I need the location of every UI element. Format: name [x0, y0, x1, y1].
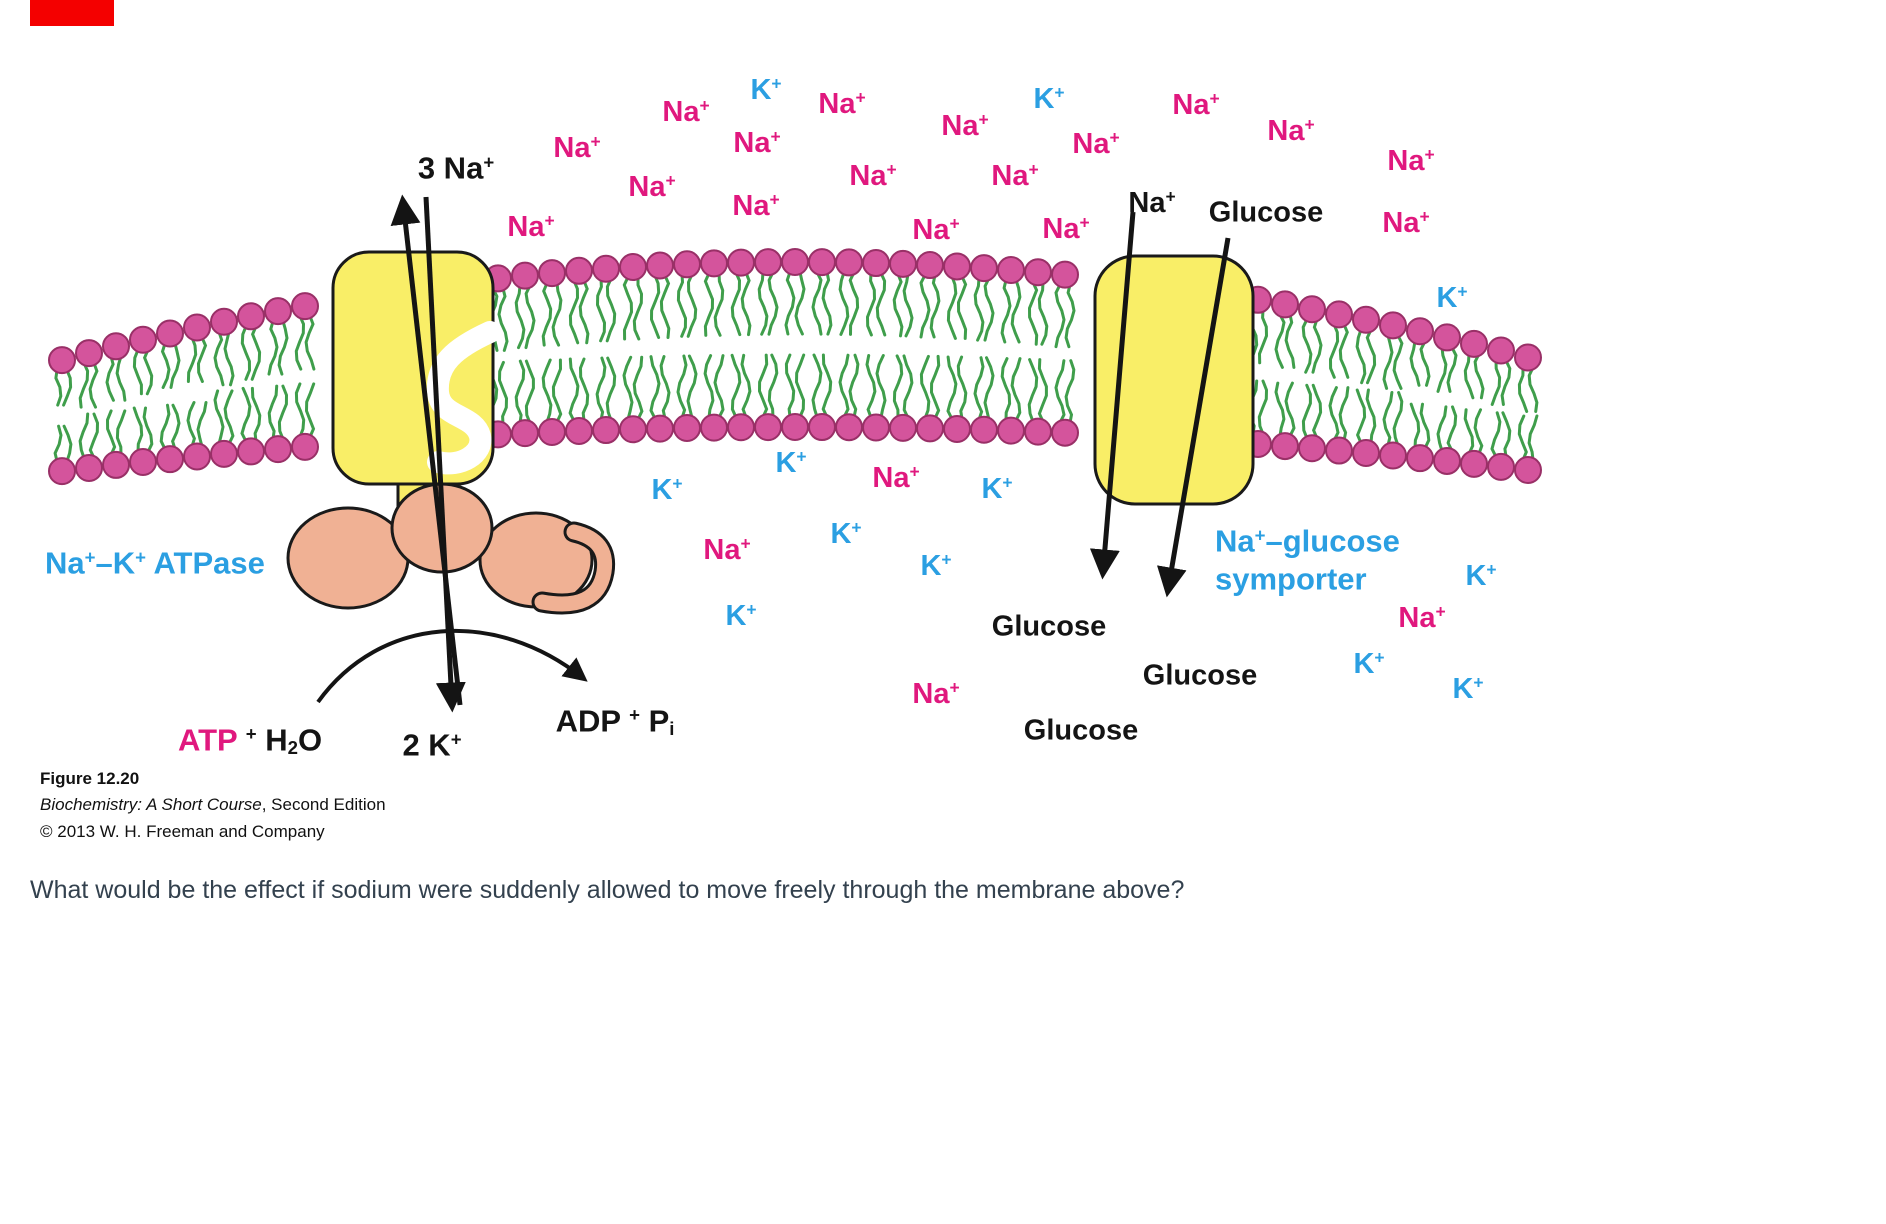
ion-na: Na+ — [703, 533, 751, 566]
ion-na: Na+ — [849, 159, 897, 192]
ion-na: Na+ — [872, 461, 920, 494]
ion-na: Na+ — [1172, 88, 1220, 121]
figure-number: Figure 12.20 — [40, 769, 140, 788]
ion-k: K+ — [750, 73, 782, 106]
potassium-import-arrow — [423, 196, 466, 713]
ion-na: Na+ — [553, 131, 601, 164]
ion-na: Na+ — [1387, 144, 1435, 177]
lipid-heads — [48, 248, 1542, 486]
adp-label: ADP + Pi — [555, 703, 675, 740]
glucose-label: Glucose — [1023, 714, 1139, 747]
lipid-tails — [53, 270, 1539, 463]
atp-label: ATP + H2O — [178, 722, 323, 759]
transport-arrows — [316, 194, 1231, 713]
ion-na: Na+ — [818, 87, 866, 120]
book-title: Biochemistry: A Short Course — [40, 795, 262, 815]
atpase-cytosolic-lobe-left — [286, 506, 410, 610]
ion-na: Na+ — [912, 213, 960, 246]
ion-k: K+ — [651, 473, 683, 506]
ion-k: K+ — [725, 599, 757, 632]
ion-na: Na+ — [1382, 206, 1430, 239]
ion-k: K+ — [1033, 82, 1065, 115]
glucose-label: Glucose — [1142, 659, 1258, 692]
ion-k: K+ — [1465, 559, 1497, 592]
atpase-channel-body — [331, 250, 495, 486]
question-text: What would be the effect if sodium were … — [30, 876, 1185, 904]
symporter-label-line2: symporter — [1215, 561, 1367, 597]
ion-k: K+ — [920, 549, 952, 582]
glucose-label: Glucose — [1208, 196, 1324, 229]
count-3na-label: 3 Na+ — [417, 150, 495, 186]
atpase-hook — [534, 524, 613, 612]
symporter-na-arrow — [1089, 211, 1136, 580]
ion-k: K+ — [1353, 647, 1385, 680]
ion-k: K+ — [1436, 281, 1468, 314]
ion-na: Na+ — [732, 189, 780, 222]
ion-k: K+ — [775, 446, 807, 479]
atpase-label: Na+–K+ ATPase — [45, 545, 265, 581]
ion-na-symporter: Na+ — [1128, 186, 1176, 219]
ion-na: Na+ — [941, 109, 989, 142]
ion-k: K+ — [1452, 672, 1484, 705]
red-marker — [30, 0, 114, 26]
ion-na: Na+ — [1398, 601, 1446, 634]
ion-na: Na+ — [733, 126, 781, 159]
edition: , Second Edition — [261, 795, 386, 815]
ion-na: Na+ — [628, 170, 676, 203]
copyright-line: © 2013 W. H. Freeman and Company — [40, 821, 325, 841]
ion-na: Na+ — [1072, 127, 1120, 160]
glucose-label: Glucose — [991, 610, 1107, 643]
symporter-label-line1: Na+–glucose — [1215, 523, 1400, 559]
figure-source: Biochemistry: A Short Course, Second Edi… — [40, 792, 386, 818]
ion-na: Na+ — [507, 210, 555, 243]
atp-hydrolysis-arrow — [316, 629, 588, 704]
ion-na: Na+ — [991, 159, 1039, 192]
lipid-bilayer — [48, 248, 1542, 486]
ion-na: Na+ — [1267, 114, 1315, 147]
sodium-export-arrow — [390, 194, 463, 706]
ion-na: Na+ — [1042, 212, 1090, 245]
atpase-ion-channel — [426, 321, 501, 475]
ion-na: Na+ — [662, 95, 710, 128]
count-2k-label: 2 K+ — [402, 727, 462, 763]
ion-k: K+ — [981, 472, 1013, 505]
ion-k: K+ — [830, 517, 862, 550]
ion-na: Na+ — [912, 677, 960, 710]
symporter-glucose-arrow — [1156, 237, 1231, 598]
na-k-atpase-protein — [286, 250, 616, 615]
figure-caption: Figure 12.20 Biochemistry: A Short Cours… — [40, 766, 386, 845]
